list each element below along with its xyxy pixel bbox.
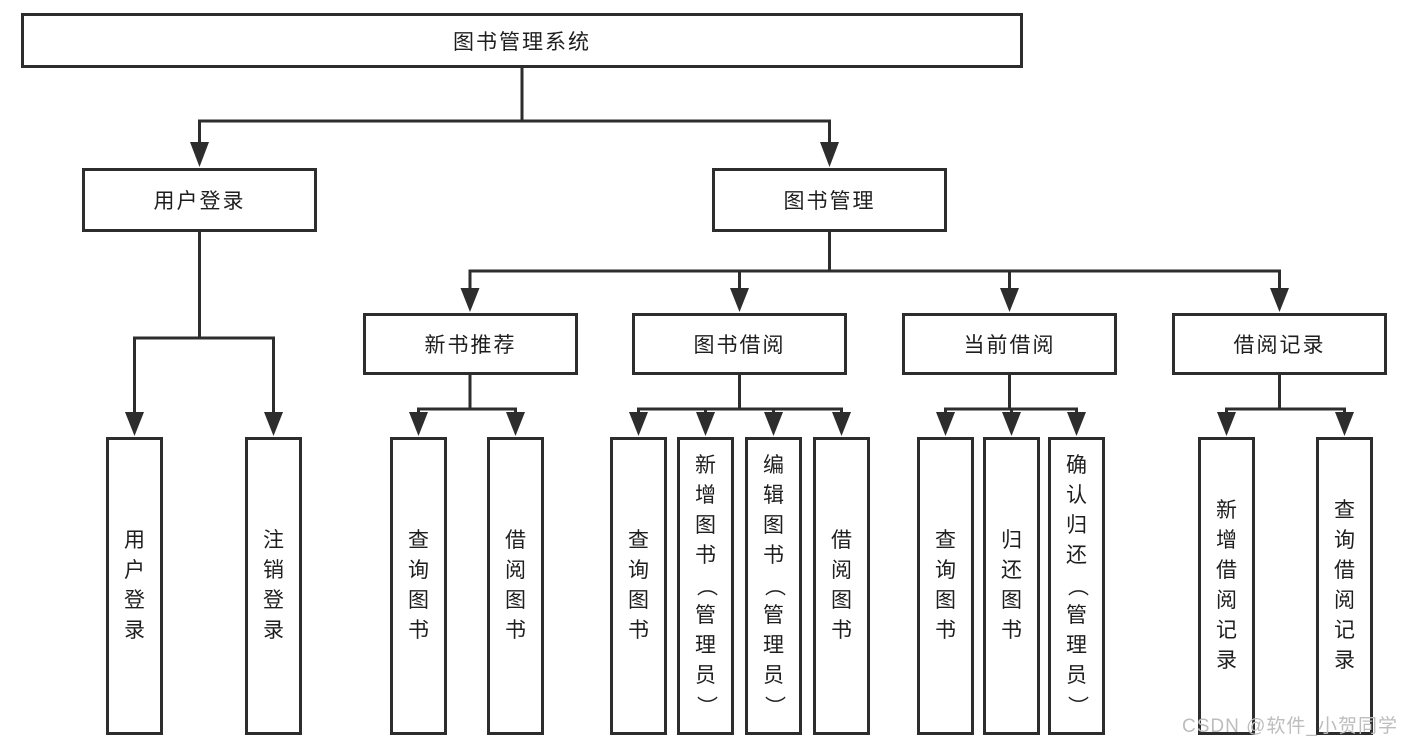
leaf-query-borrow-record: 查询借阅记录 (1316, 437, 1373, 735)
leaf-return-books-label: 归还图书 (1001, 529, 1022, 642)
leaf-borrow-books: 借阅图书 (813, 437, 870, 735)
leaf-query-borrow-record-label: 查询借阅记录 (1334, 499, 1355, 672)
leaf-add-borrow-record-label: 新增借阅记录 (1216, 499, 1237, 672)
leaf-borrow-books-label: 借阅图书 (831, 529, 852, 642)
leaf-query-books-borrow-label: 查询图书 (628, 529, 649, 642)
node-borrow-records-label: 借阅记录 (1233, 334, 1326, 357)
leaf-borrow-books-recommend-label: 借阅图书 (505, 529, 526, 642)
leaf-add-books-admin: 新增图书（管理员） (677, 437, 734, 735)
leaf-edit-books-admin-label: 编辑图书（管理员） (762, 454, 786, 717)
root-node-library-system: 图书管理系统 (21, 13, 1023, 68)
root-node-label: 图书管理系统 (453, 30, 591, 54)
leaf-logout: 注销登录 (245, 437, 302, 735)
leaf-confirm-return-admin: 确认归还（管理员） (1048, 437, 1105, 735)
leaf-edit-books-admin: 编辑图书（管理员） (745, 437, 802, 735)
leaf-add-borrow-record: 新增借阅记录 (1198, 437, 1255, 735)
node-book-management: 图书管理 (712, 168, 947, 232)
node-new-book-recommend-label: 新书推荐 (424, 334, 517, 357)
leaf-user-login: 用户登录 (106, 437, 163, 735)
node-current-borrow: 当前借阅 (902, 313, 1117, 375)
leaf-borrow-books-recommend: 借阅图书 (487, 437, 544, 735)
node-borrow-records: 借阅记录 (1172, 313, 1387, 375)
node-new-book-recommend: 新书推荐 (363, 313, 578, 375)
leaf-user-login-label: 用户登录 (124, 529, 145, 642)
leaf-confirm-return-admin-label: 确认归还（管理员） (1065, 454, 1089, 717)
leaf-add-books-admin-label: 新增图书（管理员） (694, 454, 718, 717)
leaf-query-books-borrow: 查询图书 (610, 437, 667, 735)
leaf-query-books-recommend: 查询图书 (390, 437, 447, 735)
node-user-login-label: 用户登录 (153, 190, 246, 213)
leaf-return-books: 归还图书 (983, 437, 1040, 735)
leaf-query-books-current: 查询图书 (917, 437, 974, 735)
csdn-watermark: CSDN @软件_小贺同学 (1182, 716, 1398, 737)
leaf-logout-label: 注销登录 (263, 529, 284, 642)
node-user-login: 用户登录 (82, 168, 317, 232)
leaf-query-books-current-label: 查询图书 (935, 529, 956, 642)
node-book-management-label: 图书管理 (783, 190, 876, 213)
node-book-borrow-label: 图书借阅 (693, 334, 786, 357)
node-current-borrow-label: 当前借阅 (963, 334, 1056, 357)
leaf-query-books-recommend-label: 查询图书 (408, 529, 429, 642)
node-book-borrow: 图书借阅 (632, 313, 847, 375)
